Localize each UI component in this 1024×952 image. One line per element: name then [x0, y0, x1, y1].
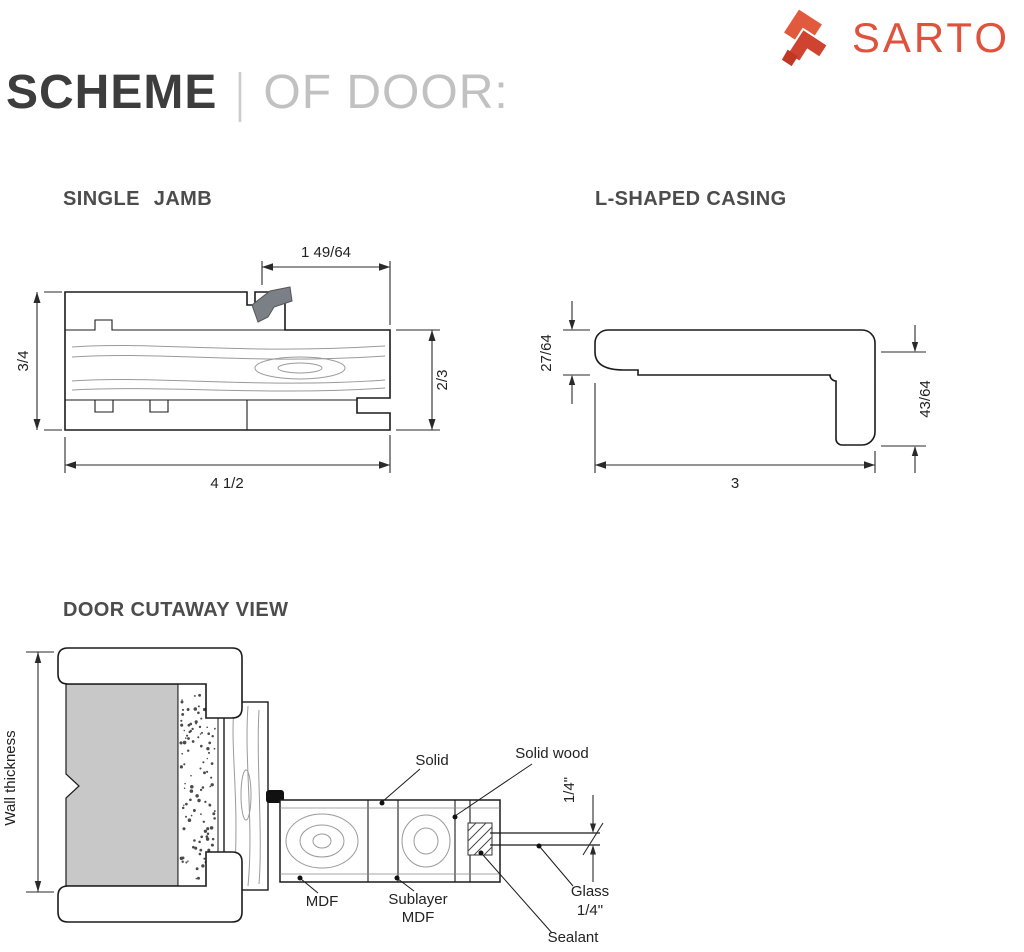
- door-leaf: [279, 799, 501, 883]
- jamb-profile: [64, 291, 391, 431]
- bottom-casing: [57, 851, 243, 923]
- dimension-left: 3/4: [15, 291, 62, 431]
- dimension-top: 1 49/64: [261, 244, 391, 325]
- brand-logo: SARTO: [774, 6, 1010, 70]
- top-casing: [57, 647, 243, 719]
- label-solid: Solid: [415, 752, 448, 769]
- sarto-logo-icon: [781, 9, 827, 67]
- label-sealant: Sealant: [548, 929, 600, 946]
- dim-right-label: 2/3: [434, 370, 451, 391]
- door-grain-left: [285, 813, 359, 869]
- sealant-block: [467, 822, 493, 856]
- label-glass-2: 1/4": [577, 902, 603, 919]
- brand-name: SARTO: [851, 14, 1010, 61]
- label-solid-wood: Solid wood: [515, 745, 588, 762]
- single-jamb-diagram: 1 49/64 3/4 2/3 4 1/2: [15, 244, 451, 492]
- dim-top-label: 1 49/64: [301, 244, 351, 261]
- title-separator: |: [236, 63, 245, 123]
- dim-bottom-label: 4 1/2: [210, 475, 243, 492]
- dimension-width: 3: [594, 383, 876, 492]
- l-casing-diagram: 27/64 43/64 3: [538, 301, 934, 492]
- title-secondary: OF DOOR:: [263, 66, 509, 119]
- dimension-right: 2/3: [396, 329, 451, 431]
- wood-grain: [71, 344, 386, 392]
- wall-thickness-label: Wall thickness: [2, 730, 19, 825]
- label-sublayer-2: MDF: [402, 909, 435, 926]
- heading-single-jamb: SINGLE JAMB: [63, 188, 213, 210]
- dimension-thickness: 27/64: [538, 301, 590, 404]
- page-title: SCHEME | OF DOOR:: [6, 66, 509, 120]
- dimension-wall-thickness: Wall thickness: [2, 651, 54, 893]
- glass-dim-label: 1/4": [561, 777, 578, 803]
- door-grain-right: [401, 814, 451, 868]
- dimension-glass: 1/4": [561, 777, 604, 882]
- heading-l-shaped-casing: L-SHAPED CASING: [595, 188, 787, 210]
- cutaway-labels: Solid Solid wood MDF Sublayer MDF Glass …: [297, 745, 609, 946]
- title-primary: SCHEME: [6, 66, 218, 119]
- glass-pane: [490, 832, 600, 846]
- casing-profile: [594, 329, 876, 446]
- dim-width-label: 3: [731, 475, 739, 492]
- heading-door-cutaway-view: DOOR CUTAWAY VIEW: [63, 599, 289, 621]
- label-mdf: MDF: [306, 893, 339, 910]
- dim-left-label: 3/4: [15, 351, 32, 372]
- door-cutaway-diagram: 1/4" Wall thickness Solid Solid wood MDF…: [2, 647, 609, 946]
- dim-thickness-label: 27/64: [538, 334, 555, 372]
- dimension-leg: 43/64: [881, 325, 934, 473]
- label-glass-1: Glass: [571, 883, 609, 900]
- label-sublayer-1: Sublayer: [388, 891, 447, 908]
- dimension-bottom: 4 1/2: [64, 435, 391, 492]
- seal-clip: [251, 286, 293, 323]
- wall-section: [65, 683, 179, 887]
- dim-leg-label: 43/64: [917, 380, 934, 418]
